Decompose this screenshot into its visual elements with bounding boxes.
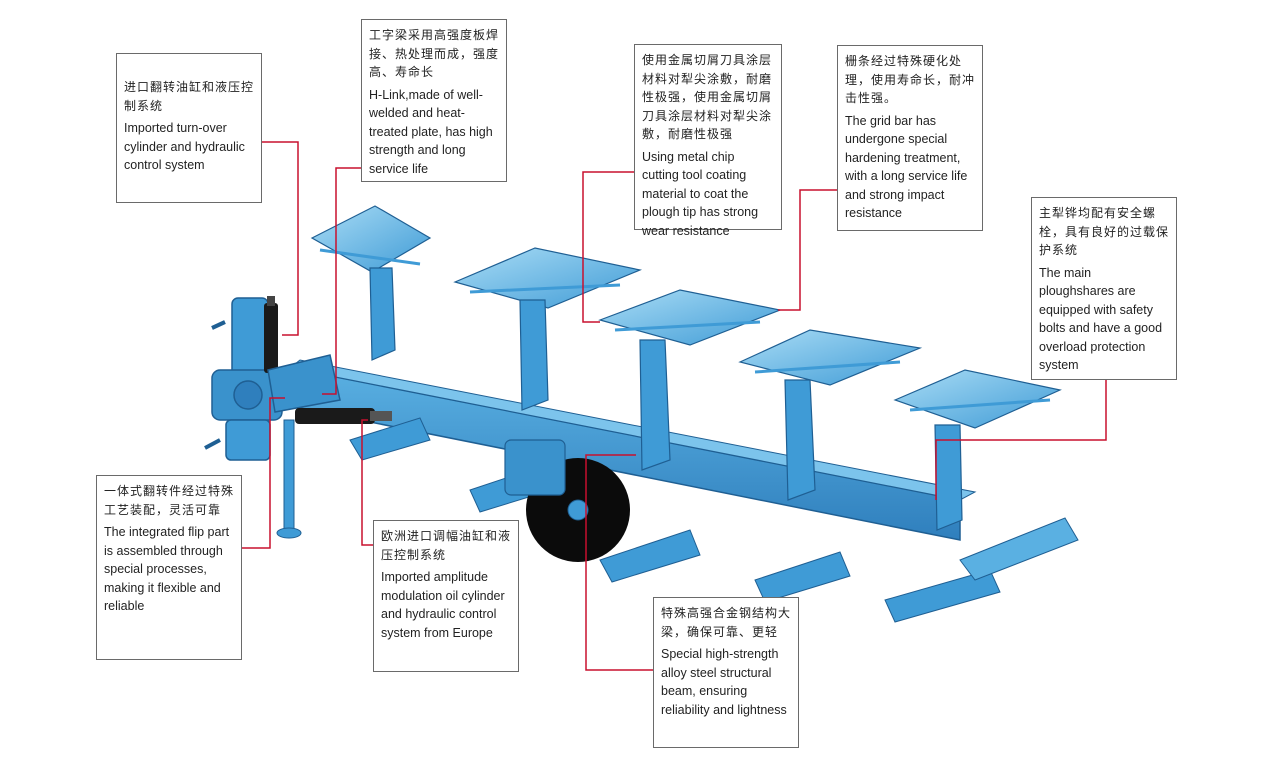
callout-turnover-cylinder: 进口翻转油缸和液压控制系统 Imported turn-over cylinde… [116, 53, 262, 203]
callout-en: Imported amplitude modulation oil cylind… [381, 570, 505, 640]
callout-en: Special high-strength alloy steel struct… [661, 647, 787, 717]
callout-h-link: 工字梁采用高强度板焊接、热处理而成，强度高、寿命长 H-Link,made of… [361, 19, 507, 182]
plough-body-3 [598, 289, 783, 583]
callout-zh: 使用金属切屑刀具涂层材料对犁尖涂敷，耐磨性极强，使用金属切屑刀具涂层材料对犁尖涂… [642, 53, 773, 141]
callout-en: The grid bar has undergone special harde… [845, 113, 968, 221]
plough-body-1 [310, 205, 432, 461]
callout-beam: 特殊高强合金钢结构大梁，确保可靠、更轻 Special high-strengt… [653, 597, 799, 748]
callout-grid-bar: 栅条经过特殊硬化处理，使用寿命长，耐冲击性强。 The grid bar has… [837, 45, 983, 231]
callout-en: The main ploughshares are equipped with … [1039, 265, 1163, 373]
callout-zh: 进口翻转油缸和液压控制系统 [124, 80, 255, 113]
callout-en: The integrated flip part is assembled th… [104, 525, 230, 613]
headstock [204, 297, 283, 461]
plough-body-4 [738, 329, 923, 603]
callout-zh: 工字梁采用高强度板焊接、热处理而成，强度高、寿命长 [369, 28, 500, 79]
plough-body-5 [884, 369, 1079, 623]
callout-zh: 主犁铧均配有安全螺栓，具有良好的过载保护系统 [1039, 206, 1170, 257]
callout-zh: 一体式翻转件经过特殊工艺装配，灵活可靠 [104, 484, 235, 517]
h-link-part [267, 354, 392, 424]
callout-flip-part: 一体式翻转件经过特殊工艺装配，灵活可靠 The integrated flip … [96, 475, 242, 660]
callout-plough-tip: 使用金属切屑刀具涂层材料对犁尖涂敷，耐磨性极强，使用金属切屑刀具涂层材料对犁尖涂… [634, 44, 782, 238]
support-leg [276, 419, 302, 539]
callout-ploughshares: 主犁铧均配有安全螺栓，具有良好的过载保护系统 The main ploughsh… [1031, 197, 1177, 380]
callout-zh: 特殊高强合金钢结构大梁，确保可靠、更轻 [661, 606, 792, 639]
turnover-cylinder-part [264, 296, 278, 373]
callout-en: Using metal chip cutting tool coating ma… [642, 149, 759, 238]
callout-en: Imported turn-over cylinder and hydrauli… [124, 121, 245, 172]
callout-amplitude-cylinder: 欧洲进口调幅油缸和液压控制系统 Imported amplitude modul… [373, 520, 519, 672]
depth-wheel [504, 439, 630, 562]
leader-lines [242, 141, 1107, 671]
callout-zh: 栅条经过特殊硬化处理，使用寿命长，耐冲击性强。 [845, 54, 976, 105]
callout-en: H-Link,made of well-welded and heat-trea… [369, 87, 493, 176]
callout-zh: 欧洲进口调幅油缸和液压控制系统 [381, 529, 512, 562]
